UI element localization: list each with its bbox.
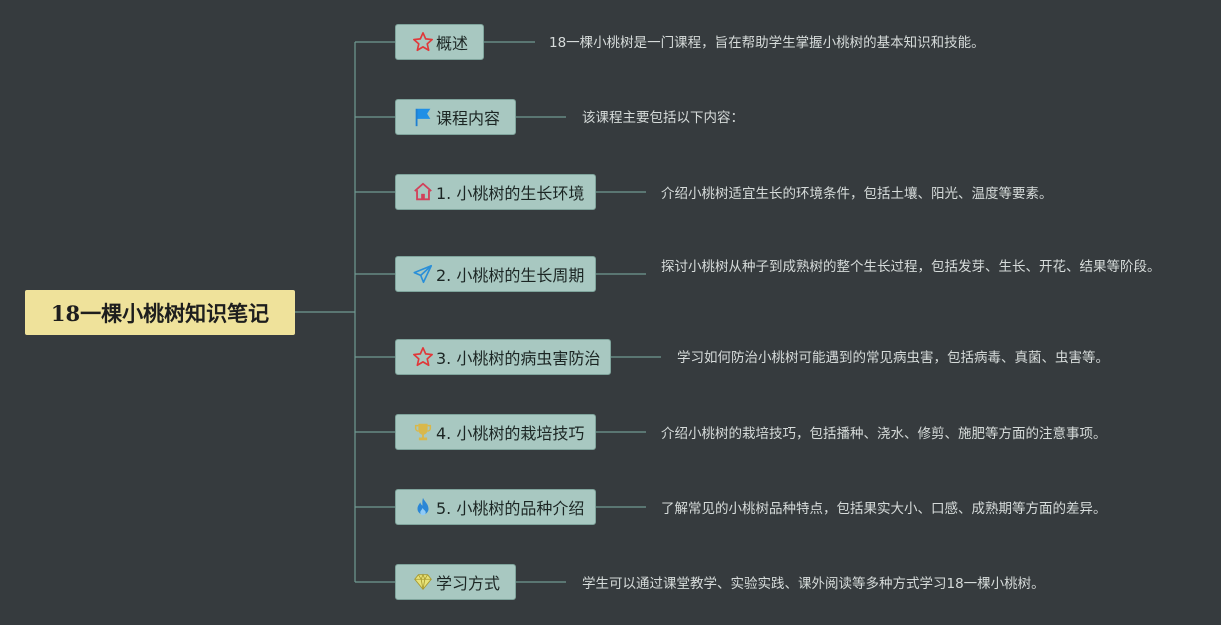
- branch-description: 介绍小桃树适宜生长的环境条件，包括土壤、阳光、温度等要素。: [661, 186, 1053, 202]
- branch-cultivation-tips[interactable]: 4. 小桃树的栽培技巧: [395, 414, 596, 450]
- branch-description: 18一棵小桃树是一门课程，旨在帮助学生掌握小桃树的基本知识和技能。: [549, 35, 985, 51]
- branch-description: 该课程主要包括以下内容：: [582, 110, 744, 126]
- branch-label: 课程内容: [436, 109, 501, 128]
- flag-icon: [412, 106, 434, 128]
- branch-label: 2. 小桃树的生长周期: [436, 266, 585, 285]
- branch-growth-environment[interactable]: 1. 小桃树的生长环境: [395, 174, 596, 210]
- branch-variety-introduction[interactable]: 5. 小桃树的品种介绍: [395, 489, 596, 525]
- branch-course-content[interactable]: 课程内容: [395, 99, 516, 135]
- trophy-icon: [412, 421, 434, 443]
- star-icon: [412, 346, 434, 368]
- branch-description: 探讨小桃树从种子到成熟树的整个生长过程，包括发芽、生长、开花、结果等阶段。: [661, 259, 1161, 275]
- star-icon: [412, 31, 434, 53]
- branch-description: 学生可以通过课堂教学、实验实践、课外阅读等多种方式学习18一棵小桃树。: [582, 576, 1045, 592]
- branch-growth-cycle[interactable]: 2. 小桃树的生长周期: [395, 256, 596, 292]
- branch-overview[interactable]: 概述: [395, 24, 484, 60]
- paper-plane-icon: [412, 263, 434, 285]
- home-icon: [412, 181, 434, 203]
- branch-label: 学习方式: [436, 574, 501, 593]
- branch-label: 1. 小桃树的生长环境: [436, 184, 585, 203]
- root-title: 18一棵小桃树知识笔记: [50, 300, 270, 326]
- root-node[interactable]: 18一棵小桃树知识笔记: [25, 290, 295, 335]
- branch-pest-control[interactable]: 3. 小桃树的病虫害防治: [395, 339, 611, 375]
- branch-description: 了解常见的小桃树品种特点，包括果实大小、口感、成熟期等方面的差异。: [661, 501, 1107, 517]
- branch-description: 介绍小桃树的栽培技巧，包括播种、浇水、修剪、施肥等方面的注意事项。: [661, 426, 1107, 442]
- branch-description: 学习如何防治小桃树可能遇到的常见病虫害，包括病毒、真菌、虫害等。: [677, 350, 1109, 366]
- branch-label: 3. 小桃树的病虫害防治: [436, 349, 601, 368]
- branch-label: 5. 小桃树的品种介绍: [436, 499, 585, 518]
- diamond-icon: [412, 571, 434, 593]
- branch-label: 4. 小桃树的栽培技巧: [436, 424, 585, 443]
- branch-label: 概述: [436, 34, 469, 53]
- branch-learning-methods[interactable]: 学习方式: [395, 564, 516, 600]
- flame-icon: [412, 496, 434, 518]
